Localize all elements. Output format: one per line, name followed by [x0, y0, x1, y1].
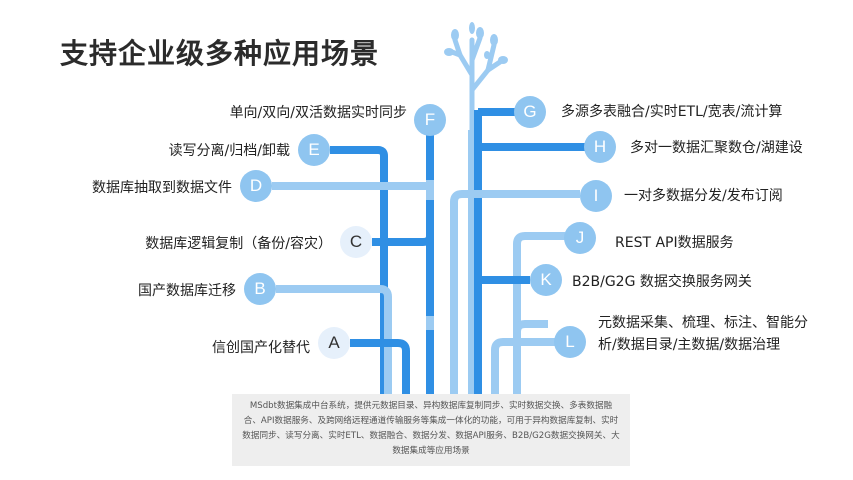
node-c[interactable]: C — [340, 226, 372, 258]
node-k[interactable]: K — [530, 264, 562, 296]
page-title: 支持企业级多种应用场景 — [60, 37, 380, 70]
node-e[interactable]: E — [298, 134, 330, 166]
label-h: 多对一数据汇聚数仓/湖建设 — [630, 140, 803, 156]
node-f[interactable]: F — [414, 104, 446, 136]
branch-l-inner — [513, 320, 548, 395]
tree-leaves — [444, 22, 508, 64]
branch-b — [276, 285, 392, 395]
branch-a — [350, 339, 410, 395]
label-j: REST API数据服务 — [615, 235, 734, 251]
branch-c — [372, 235, 434, 246]
label-e: 读写分离/归档/卸载 — [168, 143, 290, 159]
node-g[interactable]: G — [514, 96, 546, 128]
label-k: B2B/G2G 数据交换服务网关 — [572, 274, 752, 290]
footer-panel — [232, 394, 630, 466]
label-f: 单向/双向/双活数据实时同步 — [229, 105, 407, 121]
label-l: 元数据采集、梳理、标注、智能分析/数据目录/主数据/数据治理 — [598, 315, 808, 353]
label-i: 一对多数据分发/发布订阅 — [624, 188, 783, 204]
node-l[interactable]: L — [554, 326, 586, 358]
node-a[interactable]: A — [318, 327, 350, 359]
branch-i — [450, 190, 580, 395]
node-i[interactable]: I — [580, 180, 612, 212]
label-d: 数据库抽取到数据文件 — [92, 180, 232, 196]
label-c: 数据库逻辑复制（备份/容灾） — [145, 236, 332, 252]
label-a: 信创国产化替代 — [212, 340, 310, 356]
node-h[interactable]: H — [584, 131, 616, 163]
branch-j — [513, 232, 565, 395]
node-j[interactable]: J — [564, 222, 596, 254]
footer-description: MSdbt数据集成中台系统，提供元数据目录、异构数据库复制同步、实时数据交换、多… — [242, 401, 620, 456]
label-b: 国产数据库迁移 — [138, 283, 236, 299]
node-b[interactable]: B — [244, 273, 276, 305]
tree-crown — [449, 35, 503, 133]
label-g: 多源多表融合/实时ETL/宽表/流计算 — [561, 104, 783, 120]
branch-l-outer — [491, 338, 555, 395]
branch-e — [330, 146, 388, 395]
node-d[interactable]: D — [240, 170, 272, 202]
